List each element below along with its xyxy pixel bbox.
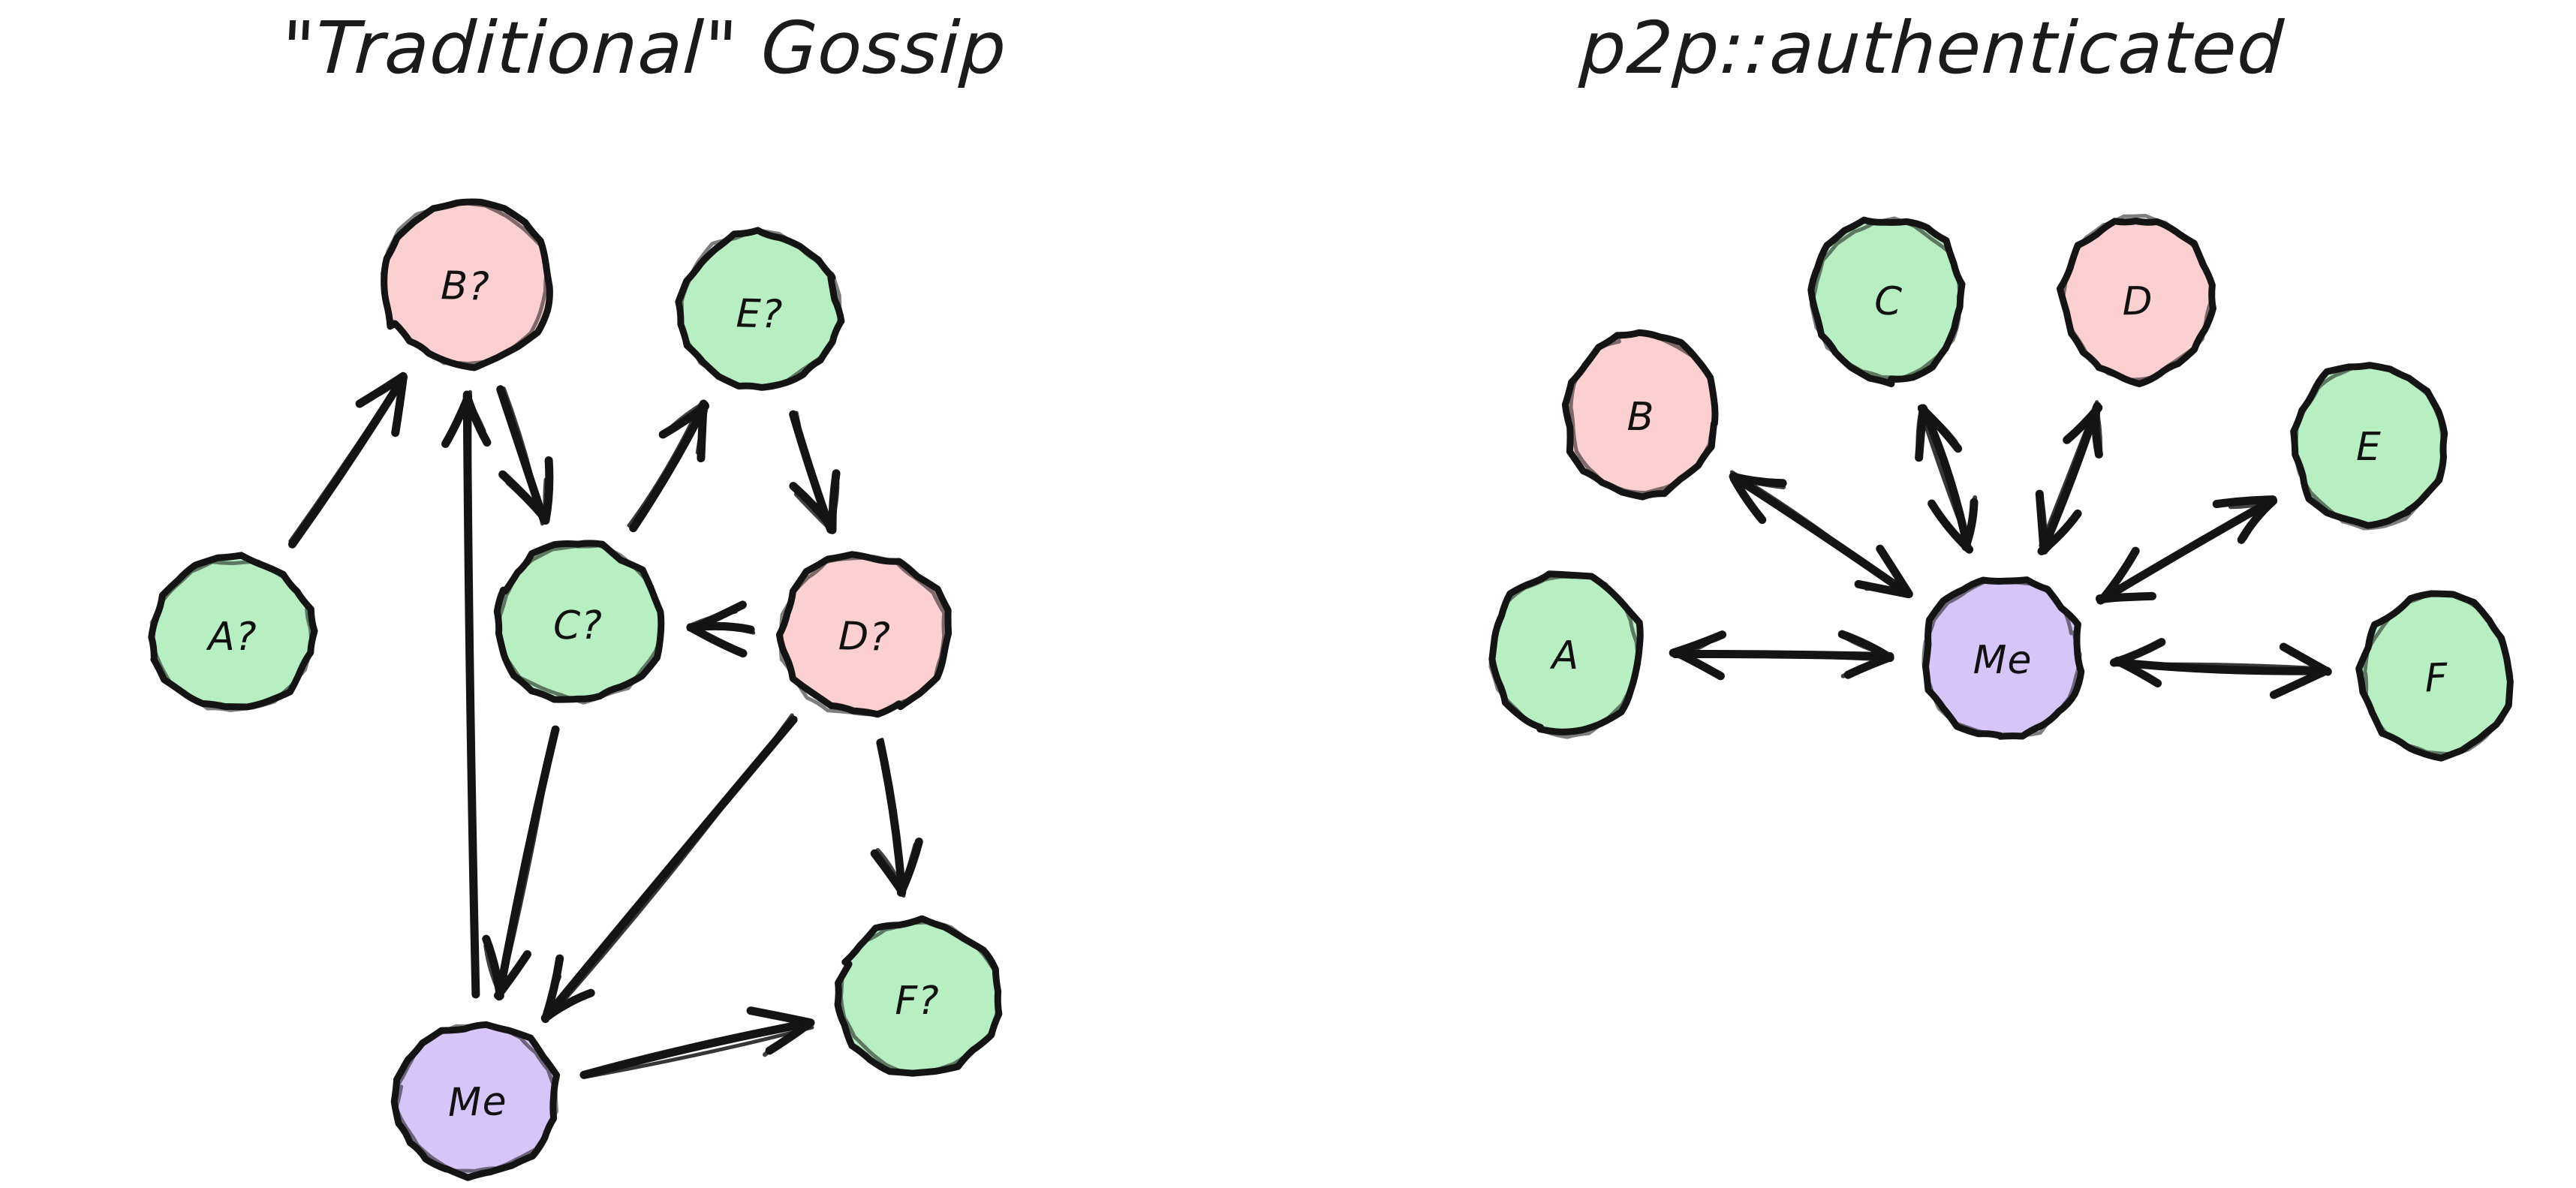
node-label-F: F?	[895, 979, 940, 1024]
node-circle-overstroke-A	[149, 559, 314, 712]
node-layer: A? B? C? D? E? F? Me	[148, 198, 1003, 1181]
node-E[interactable]: E?	[675, 227, 845, 391]
node-label-D: D?	[838, 614, 891, 660]
node-circle-overstroke-Me	[1921, 579, 2082, 739]
edge-C-to-E	[627, 399, 709, 533]
node-label-C: C?	[553, 603, 603, 648]
edge-Me-to-C	[1915, 404, 1979, 554]
edge-C-to-Me	[482, 725, 560, 1001]
node-circle-overstroke-E	[2293, 364, 2445, 531]
node-circle-overstroke-Me	[394, 1023, 559, 1173]
graph-p2p-authenticated: A B C D E F Me	[1488, 213, 2514, 762]
node-label-C: C	[1873, 278, 1903, 324]
edge-layer	[1669, 400, 2332, 699]
node-D[interactable]: D?	[775, 551, 952, 718]
node-label-E: E?	[736, 291, 784, 337]
node-B[interactable]: B	[1561, 329, 1719, 501]
node-label-E: E	[2356, 425, 2382, 470]
node-circle-A	[148, 552, 318, 711]
node-Me[interactable]: Me	[1921, 576, 2085, 740]
node-D[interactable]: D	[2057, 213, 2216, 387]
edge-Me-to-A	[1669, 630, 1894, 681]
node-label-A: A?	[206, 615, 257, 660]
node-E[interactable]: E	[2290, 362, 2448, 531]
node-circle-overstroke-F	[2363, 592, 2514, 756]
edge-Me-to-E	[2095, 495, 2278, 605]
node-layer: A B C D E F Me	[1488, 213, 2514, 762]
edge-Me-to-F	[579, 1006, 815, 1079]
node-circle-F	[834, 915, 1003, 1077]
edge-D-to-C	[686, 600, 756, 658]
node-A[interactable]: A	[1488, 570, 1644, 739]
node-circle-overstroke-E	[678, 228, 842, 389]
node-F[interactable]: F	[2355, 590, 2514, 762]
node-label-F: F	[2424, 655, 2449, 701]
edge-layer	[288, 371, 923, 1079]
node-circle-overstroke-D	[778, 555, 946, 717]
edge-Me-to-B	[1729, 470, 1913, 599]
panel-traditional-gossip: "Traditional" Gossip A?B?C?D?E?F?Me	[148, 6, 1009, 1181]
edge-A-to-B	[288, 371, 408, 549]
node-label-A: A	[1549, 633, 1579, 678]
node-label-B: B	[1627, 395, 1654, 440]
edge-Me-to-F	[2109, 638, 2332, 699]
node-label-Me: Me	[1973, 638, 2033, 683]
node-circle-C	[493, 540, 665, 703]
node-label-Me: Me	[447, 1079, 507, 1126]
node-circle-overstroke-C	[496, 543, 664, 705]
node-circle-overstroke-C	[1809, 216, 1963, 380]
node-circle-overstroke-B	[381, 200, 549, 365]
node-circle-B	[1561, 329, 1719, 501]
node-circle-overstroke-A	[1488, 574, 1642, 739]
node-C[interactable]: C?	[493, 540, 665, 705]
node-label-B: B?	[440, 263, 490, 310]
node-circle-overstroke-B	[1569, 331, 1717, 495]
node-label-D: D	[2122, 279, 2153, 324]
edge-Me-to-D	[2035, 400, 2103, 555]
node-circle-D	[775, 551, 952, 718]
edge-Me-to-B	[441, 389, 492, 999]
node-Me[interactable]: Me	[390, 1021, 561, 1181]
node-circle-B	[381, 198, 553, 371]
edge-D-to-F	[870, 737, 923, 898]
graph-traditional-gossip: A? B? C? D? E? F? Me	[148, 198, 1003, 1181]
node-A[interactable]: A?	[148, 552, 318, 712]
node-circle-overstroke-D	[2060, 213, 2216, 382]
edge-B-to-C	[496, 385, 554, 526]
node-C[interactable]: C	[1807, 216, 1966, 387]
node-F[interactable]: F?	[834, 915, 1003, 1077]
node-circle-overstroke-F	[839, 919, 1001, 1076]
edge-D-to-Me	[540, 713, 798, 1024]
edge-E-to-D	[789, 410, 841, 534]
node-B[interactable]: B?	[381, 198, 553, 371]
